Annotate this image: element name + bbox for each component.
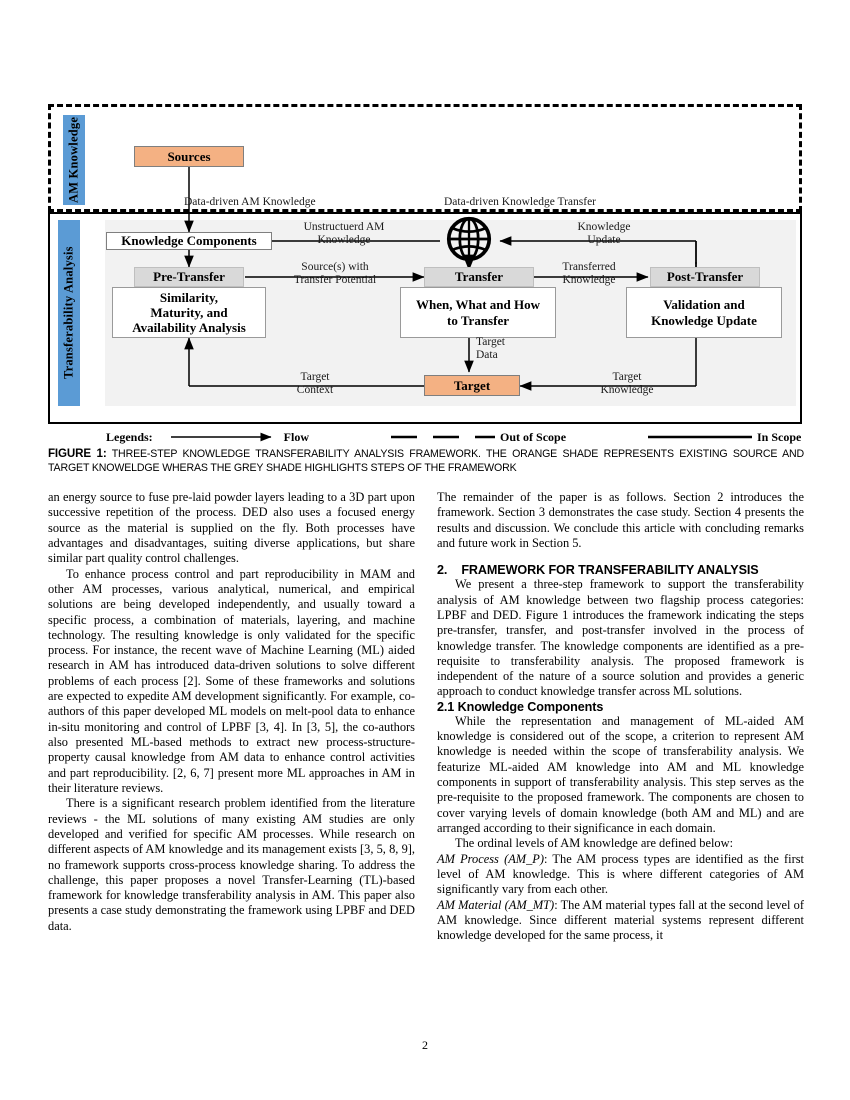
edge-label-data-driven-knowledge-transfer: Data-driven Knowledge Transfer — [444, 196, 597, 208]
legend-label-out-of-scope: Out of Scope — [500, 429, 567, 444]
legend-item-out-of-scope: Out of Scope — [391, 430, 566, 445]
globe-icon — [446, 216, 492, 262]
section-2-number: 2. — [437, 563, 448, 578]
definition-am-material-text: : The AM material types fall at the seco… — [437, 897, 804, 943]
right-column: The remainder of the paper is as follows… — [437, 490, 804, 943]
node-transfer-detail: When, What and How to Transfer — [400, 287, 556, 338]
node-post-transfer-detail: Validation and Knowledge Update — [626, 287, 782, 338]
legend-item-flow: Flow — [170, 429, 310, 445]
edge-label-target-data: Target Data — [476, 336, 505, 361]
node-knowledge-components: Knowledge Components — [106, 232, 272, 250]
legend-arrow-icon — [170, 432, 272, 442]
legend-item-in-scope: In Scope — [648, 430, 801, 445]
node-post-transfer: Post-Transfer — [650, 267, 760, 287]
definition-am-material: AM Material (AM_MT): The AM material typ… — [437, 898, 804, 944]
figure-caption: FIGURE 1: THREE-STEP KNOWLEDGE TRANSFERA… — [48, 446, 804, 476]
right-paragraph-3: While the representation and management … — [437, 713, 804, 835]
definition-am-process-text: : The AM process types are identified as… — [437, 851, 805, 897]
page-number: 2 — [422, 1038, 428, 1052]
node-pre-transfer-detail: Similarity, Maturity, and Availability A… — [112, 287, 266, 338]
left-column: an energy source to fuse pre-laid powder… — [48, 490, 415, 943]
figure-caption-text: THREE-STEP KNOWLEDGE TRANSFERABILITY ANA… — [48, 448, 804, 474]
definition-am-process: AM Process (AM_P): The AM process types … — [437, 852, 804, 898]
node-transfer: Transfer — [424, 267, 534, 287]
edge-label-sources-with-transfer-potential: Source(s) with Transfer Potential — [293, 261, 377, 286]
section-2-1-heading: 2.1 Knowledge Components — [437, 699, 604, 714]
edge-label-knowledge-update: Knowledge Update — [577, 221, 631, 246]
right-paragraph-2: We present a three-step framework to sup… — [437, 577, 804, 699]
edge-label-target-knowledge: Target Knowledge — [600, 371, 654, 396]
edge-label-unstructured-am-knowledge: Unstructuerd AM Knowledge — [303, 221, 385, 246]
figure-1: AM Knowledge Transferability Analysis AM… — [48, 104, 802, 424]
am-knowledge-band-label: AM Knowledge — [63, 115, 85, 205]
definition-am-process-term: AM Process (AM_P) — [437, 851, 544, 866]
node-sources: Sources — [134, 146, 244, 167]
legend-dashed-line-icon — [391, 435, 496, 439]
legend-label-in-scope: In Scope — [757, 429, 802, 444]
section-2-heading: 2. FRAMEWORK FOR TRANSFERABILITY ANALYSI… — [437, 563, 804, 577]
right-paragraph-4: The ordinal levels of AM knowledge are d… — [455, 836, 734, 851]
legend-title: Legends: — [106, 429, 153, 444]
left-paragraph-3: There is a significant research problem … — [48, 796, 415, 933]
body-columns: an energy source to fuse pre-laid powder… — [48, 490, 804, 943]
transferability-analysis-band-label: Transferability Analysis — [58, 220, 80, 406]
edge-label-transferred-knowledge: Transferred Knowledge — [562, 261, 616, 286]
right-paragraph-1: The remainder of the paper is as follows… — [437, 490, 804, 550]
node-pre-transfer: Pre-Transfer — [134, 267, 244, 287]
section-2-title: FRAMEWORK FOR TRANSFERABILITY ANALYSIS — [461, 563, 759, 578]
legend-label-flow: Flow — [283, 429, 310, 444]
legend-solid-line-icon — [648, 435, 753, 439]
edge-label-data-driven-am-knowledge: Data-driven AM Knowledge — [184, 196, 316, 208]
figure-legend: Legends: Flow Out of Scope In Sc — [48, 428, 802, 446]
figure-number: FIGURE 1: — [48, 447, 107, 460]
node-target: Target — [424, 375, 520, 396]
left-paragraph-2: To enhance process control and part repr… — [48, 566, 415, 795]
definition-am-material-term: AM Material (AM_MT) — [437, 897, 555, 912]
edge-label-target-context: Target Context — [296, 371, 334, 396]
left-paragraph-1: an energy source to fuse pre-laid powder… — [48, 490, 415, 566]
